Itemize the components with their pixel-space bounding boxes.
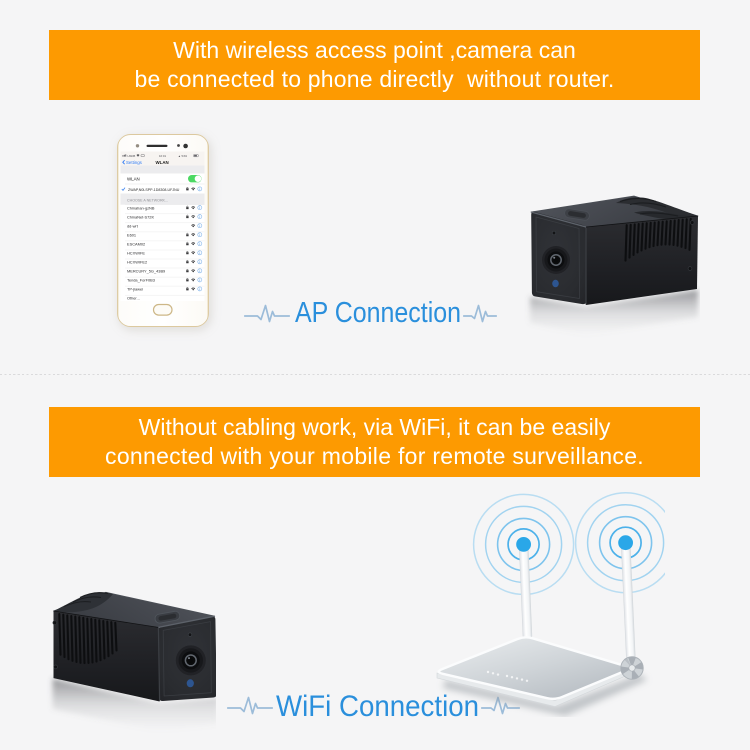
svg-text:ChinaNet-S72K: ChinaNet-S72K (127, 214, 154, 219)
svg-text:ESCAM02: ESCAM02 (127, 242, 145, 247)
svg-text:ZWAP,N0LSPP-1D8308-UFJNU: ZWAP,N0LSPP-1D8308-UFJNU (128, 188, 180, 192)
svg-text:dd-wrt: dd-wrt (127, 224, 139, 229)
svg-text:WLAN: WLAN (156, 160, 169, 165)
svg-text:MERCURY_5G_43B9: MERCURY_5G_43B9 (127, 269, 165, 274)
svg-text:TP-jiawei: TP-jiawei (127, 287, 143, 292)
svg-text:Chinahan-gzNB: Chinahan-gzNB (127, 205, 155, 210)
svg-text:HCXWIFE: HCXWIFE (127, 251, 145, 256)
svg-text:CHOOSE A NETWORK...: CHOOSE A NETWORK... (127, 199, 168, 203)
svg-text:Settings: Settings (126, 160, 143, 165)
svg-text:HCXWIFE2: HCXWIFE2 (127, 260, 147, 265)
svg-text:Tenda_ForF0B3: Tenda_ForF0B3 (127, 278, 155, 283)
svg-text:WLAN: WLAN (127, 177, 140, 182)
svg-text:HSDB: HSDB (128, 154, 136, 158)
svg-text:Other...: Other... (127, 296, 140, 301)
svg-text:E601: E601 (127, 233, 136, 238)
svg-text:▲ 54%: ▲ 54% (178, 154, 188, 158)
svg-text:16:01: 16:01 (159, 154, 166, 158)
